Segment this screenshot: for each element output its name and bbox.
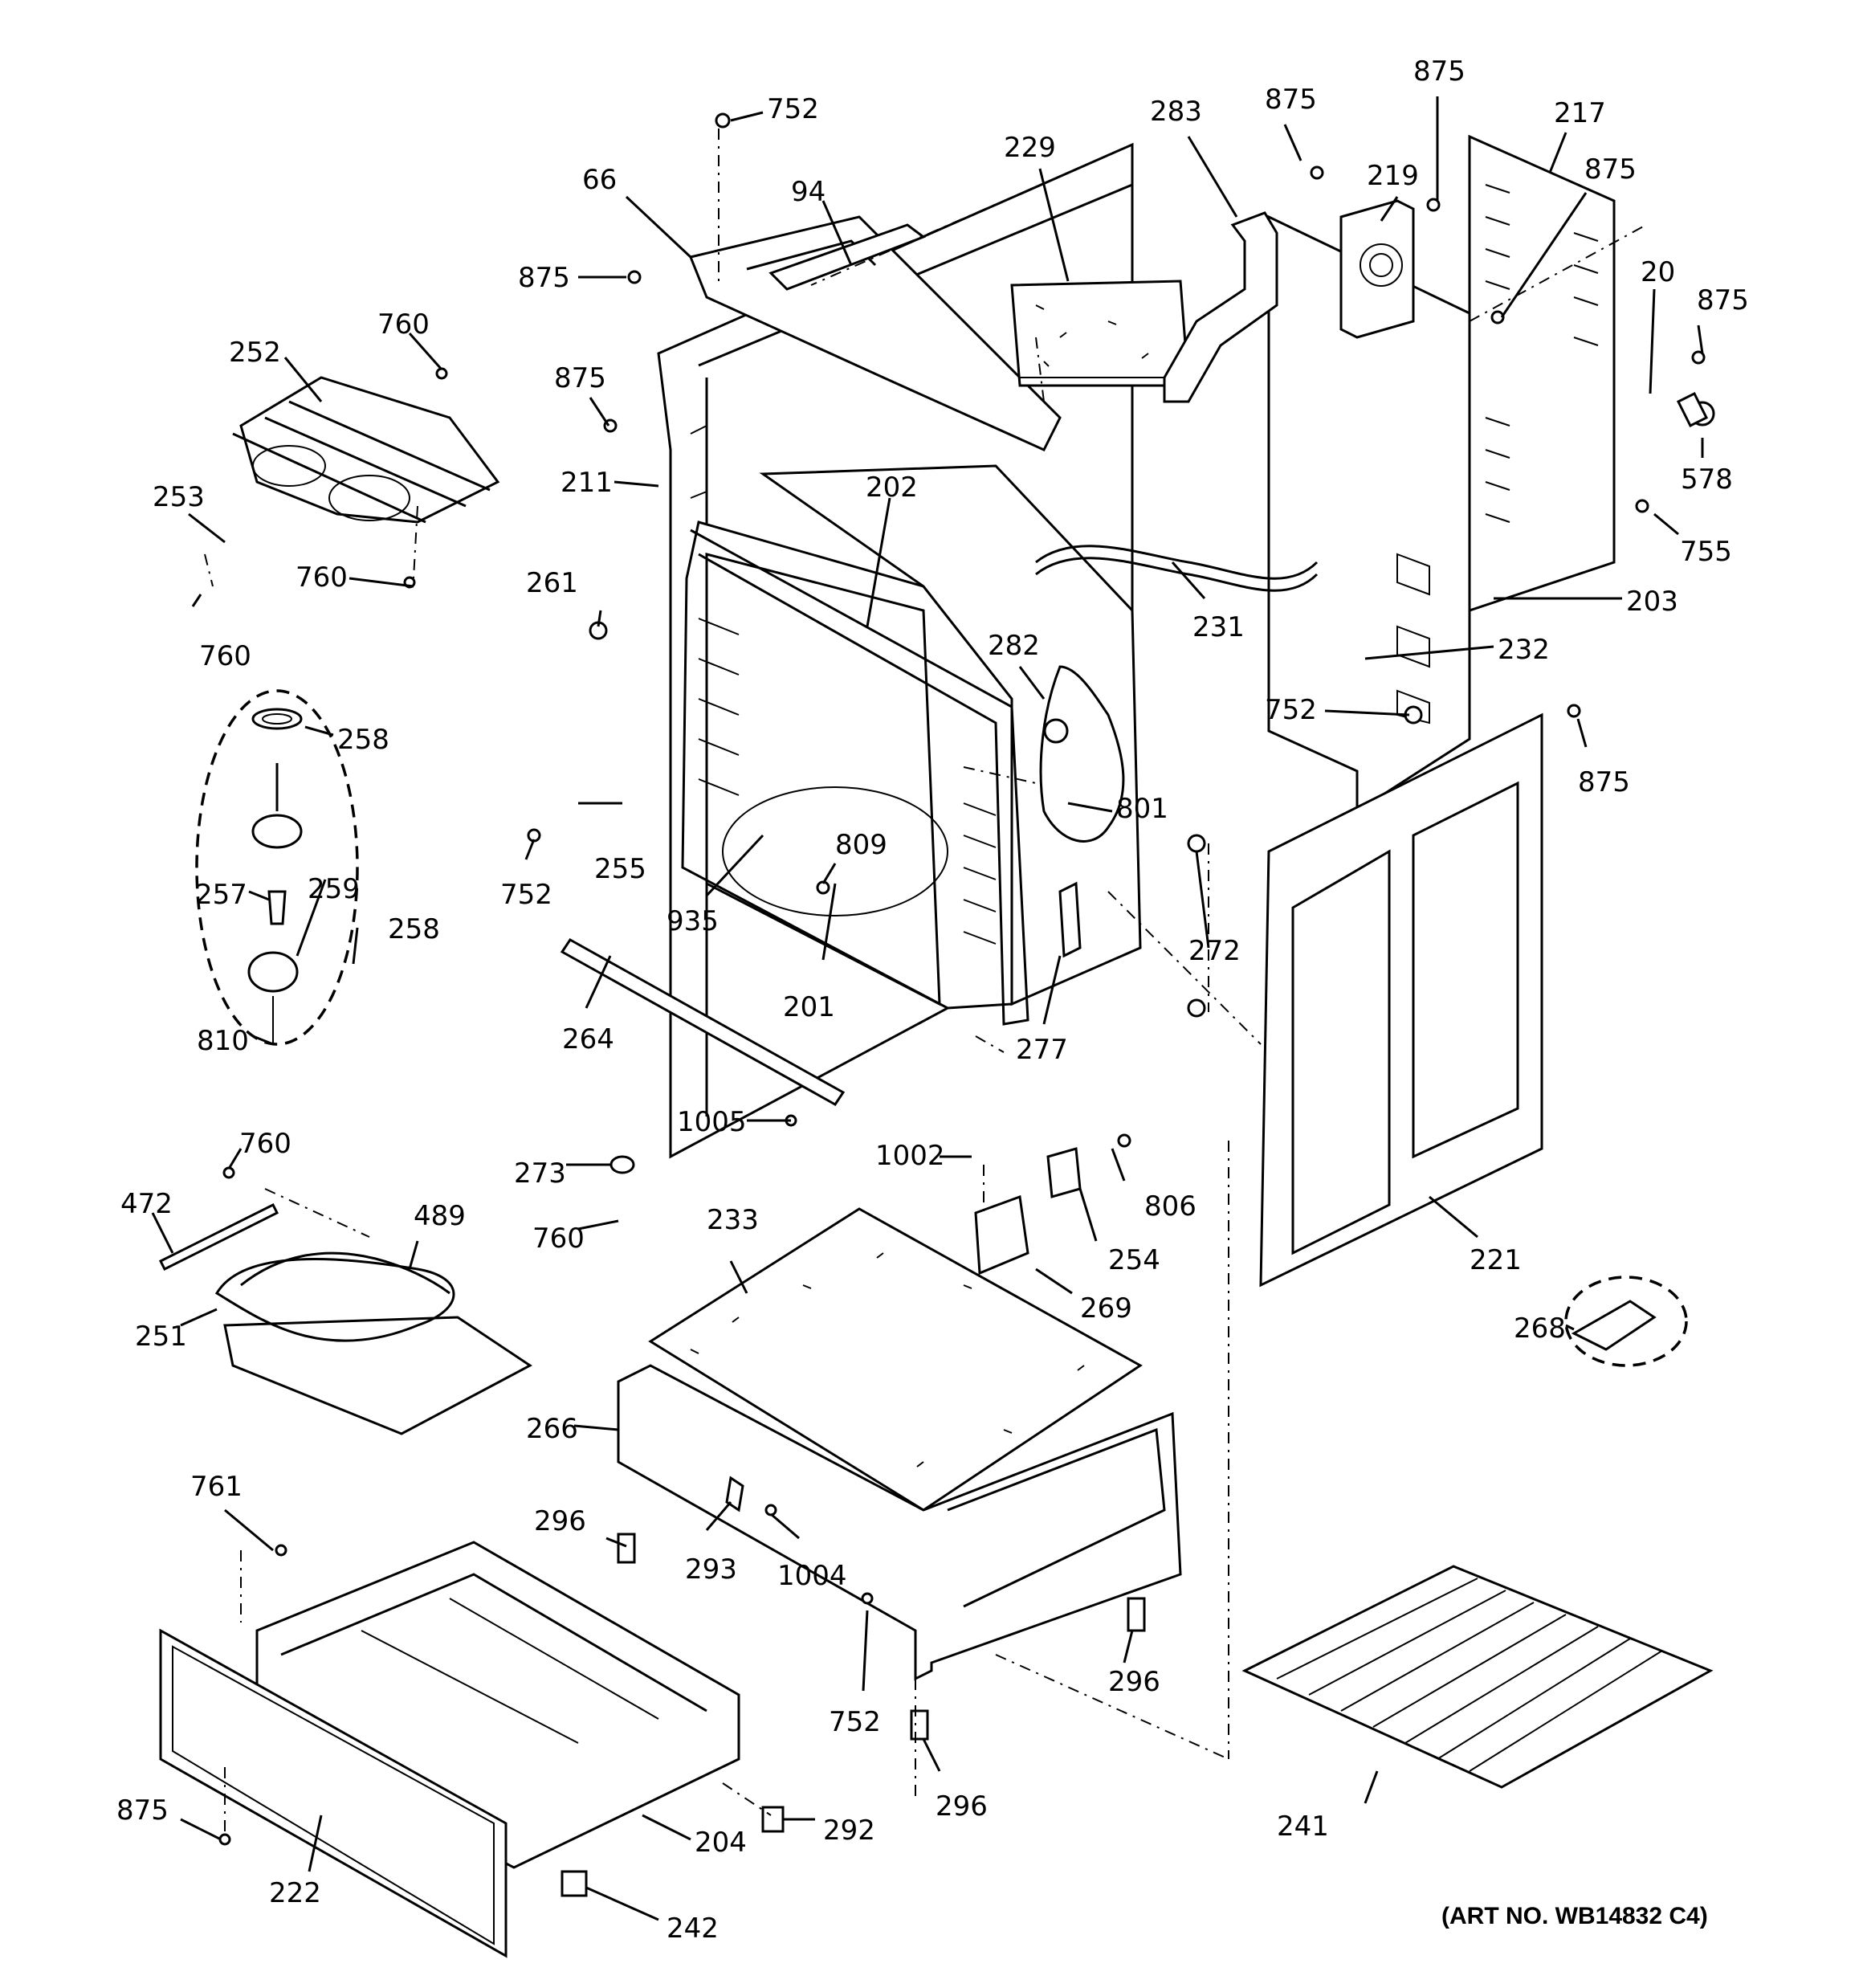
label-296: 296	[534, 1505, 586, 1537]
hinge-277	[1058, 881, 1082, 958]
label-202: 202	[866, 471, 918, 504]
label-809: 809	[835, 829, 887, 861]
label-252: 252	[229, 337, 281, 369]
broil-element-252	[232, 376, 500, 524]
label-241: 241	[1277, 1810, 1329, 1843]
label-222: 222	[269, 1877, 321, 1909]
label-760: 760	[199, 640, 251, 672]
label-875: 875	[1265, 84, 1317, 116]
insulation-blanket-229	[1010, 280, 1190, 387]
label-760: 760	[532, 1223, 585, 1255]
igniter-268	[1564, 1276, 1688, 1367]
label-66: 66	[582, 164, 617, 196]
side-panel-221	[1259, 712, 1543, 1288]
label-875: 875	[1697, 284, 1749, 316]
label-201: 201	[783, 991, 835, 1023]
label-296: 296	[936, 1790, 988, 1823]
label-1002: 1002	[875, 1140, 945, 1172]
label-264: 264	[562, 1023, 614, 1055]
label-232: 232	[1498, 634, 1550, 666]
screw-hardware	[218, 112, 1715, 1897]
bake-element-489	[158, 1202, 532, 1435]
label-242: 242	[667, 1912, 719, 1945]
wire-harness-231	[1035, 545, 1319, 592]
rack-support-264	[560, 938, 846, 1106]
alignment-lines	[204, 129, 1647, 1831]
label-268: 268	[1514, 1312, 1566, 1345]
label-219: 219	[1367, 160, 1419, 192]
part-labels: 752 66 94 875 875 211 229 283 875 875 21…	[116, 55, 1749, 1945]
label-875: 875	[1584, 153, 1637, 186]
vent-duct-283	[1163, 211, 1278, 403]
label-273: 273	[514, 1157, 566, 1190]
label-229: 229	[1004, 132, 1056, 164]
label-94: 94	[791, 176, 826, 208]
label-752: 752	[829, 1706, 881, 1738]
label-810: 810	[197, 1025, 249, 1057]
label-282: 282	[988, 630, 1040, 662]
label-221: 221	[1470, 1244, 1522, 1276]
front-frame-202	[690, 529, 1029, 1026]
label-211: 211	[561, 467, 613, 499]
label-233: 233	[707, 1204, 759, 1236]
burner-box-269	[974, 1147, 1082, 1276]
oven-bottom-233	[648, 1207, 1143, 1512]
label-231: 231	[1192, 611, 1245, 643]
label-801: 801	[1116, 793, 1168, 825]
label-203: 203	[1626, 586, 1678, 618]
label-258: 258	[337, 724, 389, 756]
insulation-wrap-282	[1039, 665, 1125, 843]
label-761: 761	[190, 1471, 243, 1503]
label-875: 875	[1413, 55, 1466, 88]
drawer-front-222	[159, 1628, 508, 1958]
label-20: 20	[1641, 256, 1675, 288]
temp-sensor-assembly-258	[195, 689, 359, 1046]
label-760: 760	[296, 561, 348, 594]
label-752: 752	[767, 93, 819, 125]
label-935: 935	[667, 905, 719, 937]
label-296: 296	[1108, 1666, 1160, 1698]
back-panel-217	[1468, 134, 1616, 613]
label-251: 251	[135, 1321, 187, 1353]
label-806: 806	[1144, 1190, 1196, 1223]
label-760: 760	[377, 308, 430, 341]
label-875: 875	[1578, 766, 1630, 798]
label-875: 875	[116, 1794, 169, 1827]
label-760: 760	[239, 1128, 291, 1160]
label-253: 253	[153, 481, 205, 513]
oven-rack-241	[1241, 1565, 1714, 1789]
label-269: 269	[1080, 1292, 1132, 1325]
label-578: 578	[1681, 463, 1733, 496]
art-number: (ART NO. WB14832 C4)	[1441, 1903, 1708, 1929]
label-292: 292	[823, 1815, 875, 1847]
label-217: 217	[1554, 97, 1606, 129]
control-panel-219	[1339, 199, 1415, 339]
label-875: 875	[554, 362, 606, 394]
label-272: 272	[1188, 935, 1241, 967]
label-752: 752	[1265, 694, 1317, 726]
label-259: 259	[308, 873, 360, 905]
label-277: 277	[1016, 1034, 1068, 1066]
label-489: 489	[414, 1200, 466, 1232]
label-283: 283	[1150, 96, 1202, 128]
leader-lines	[151, 96, 1704, 1921]
label-266: 266	[526, 1413, 578, 1445]
label-752: 752	[500, 879, 552, 911]
label-257: 257	[195, 879, 247, 911]
label-875: 875	[518, 262, 570, 294]
label-472: 472	[120, 1188, 173, 1220]
label-1004: 1004	[777, 1560, 847, 1592]
label-204: 204	[695, 1827, 747, 1859]
label-255: 255	[594, 853, 646, 885]
label-254: 254	[1108, 1244, 1160, 1276]
label-258: 258	[388, 913, 440, 945]
label-1005: 1005	[677, 1106, 747, 1138]
label-293: 293	[685, 1553, 737, 1586]
base-frame-266	[617, 1364, 1182, 1681]
label-755: 755	[1680, 536, 1732, 568]
oven-liner-201	[681, 464, 1142, 1010]
label-261: 261	[526, 567, 578, 599]
